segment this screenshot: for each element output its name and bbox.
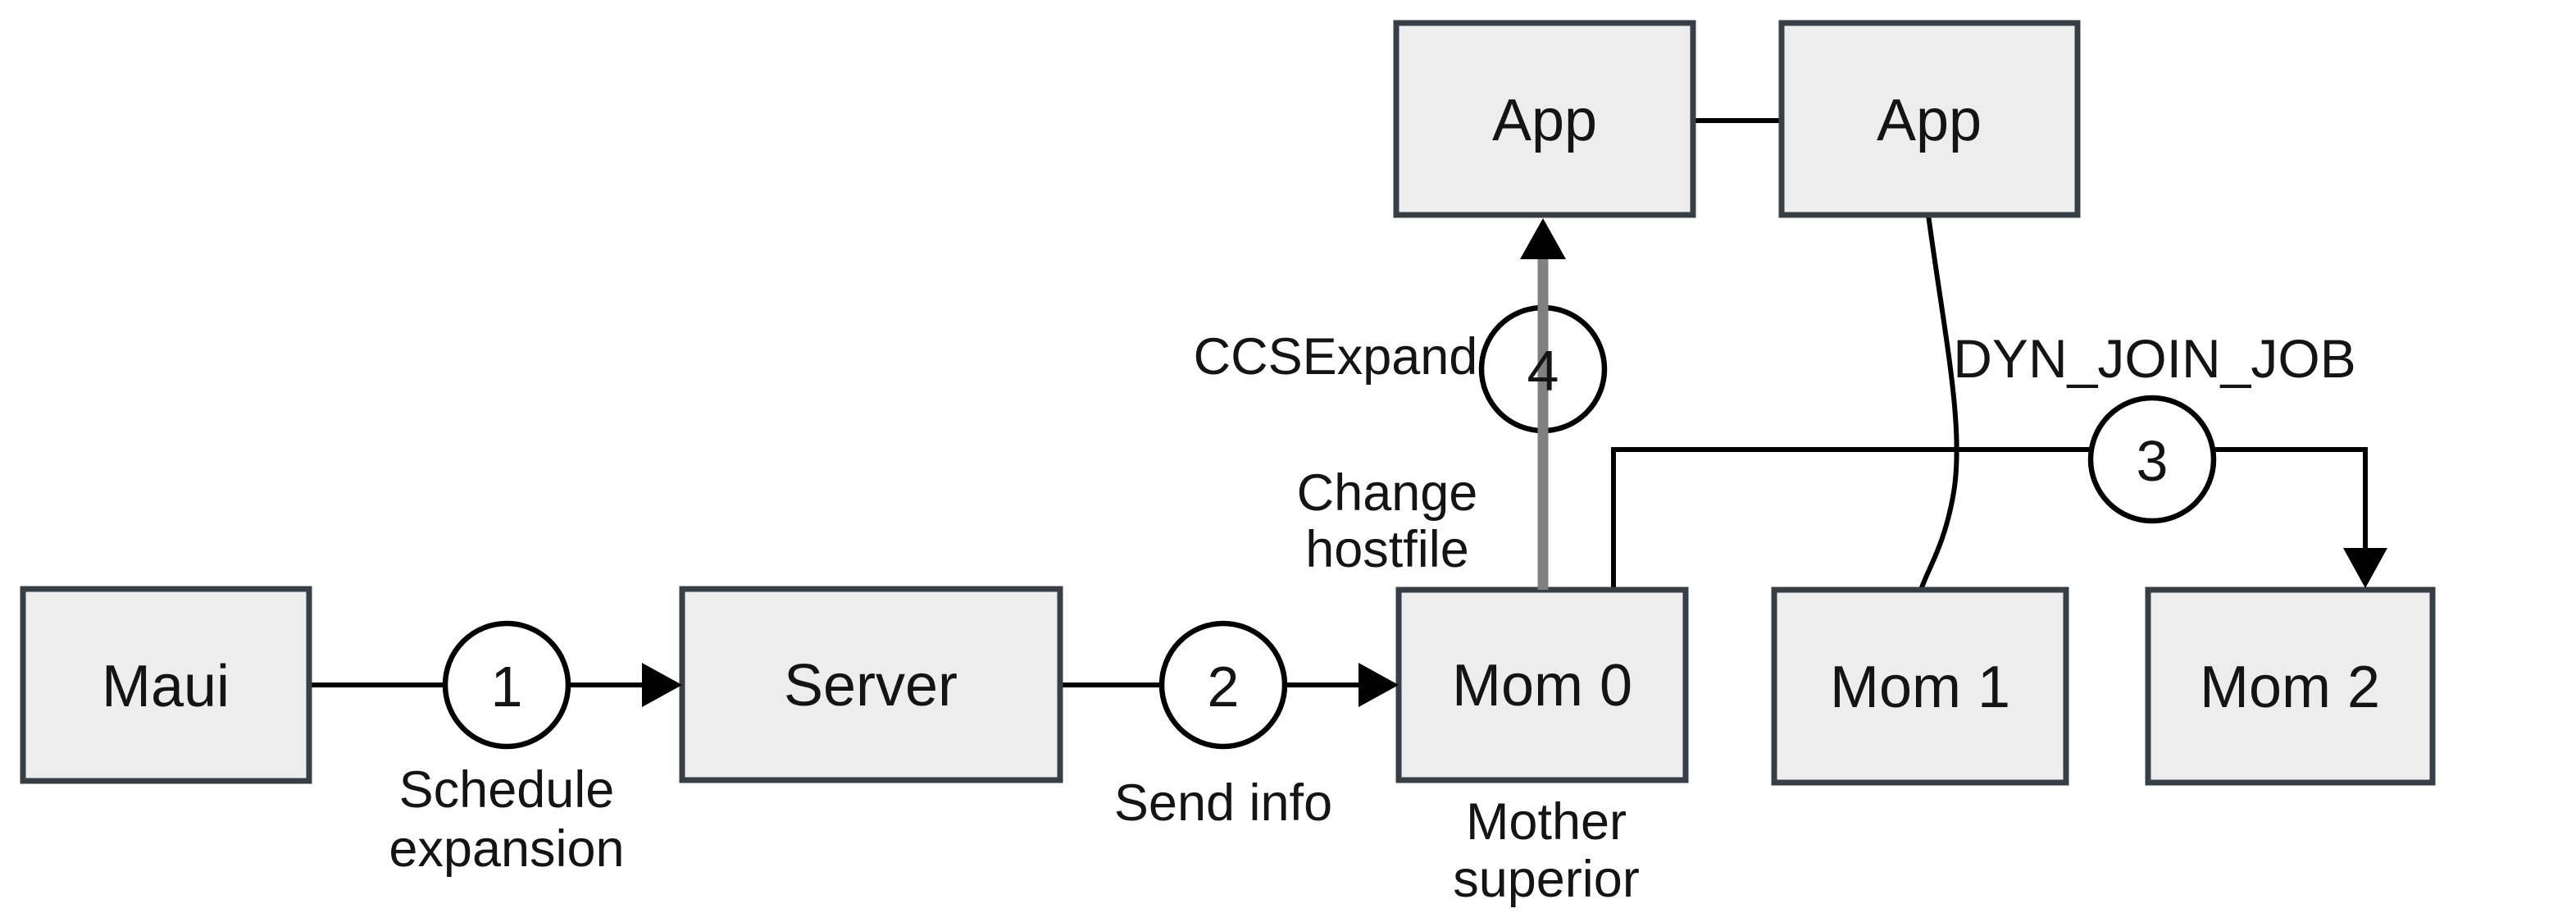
arrowhead-into-mom0 xyxy=(1359,663,1399,707)
node-app1 xyxy=(1393,20,1696,218)
step-circle-1 xyxy=(442,620,571,750)
node-app2 xyxy=(1778,20,2081,218)
step-numbers: 1 2 3 4 xyxy=(491,339,2169,719)
step-number-3: 3 xyxy=(2137,429,2169,493)
arrowhead-into-app1 xyxy=(1520,218,1566,259)
step-number-2: 2 xyxy=(1208,655,1240,719)
node-label-maui: Maui xyxy=(102,654,230,719)
node-labels: Maui Server Mom 0 Mom 1 Mom 2 App App xyxy=(102,88,2380,720)
step-circle-3 xyxy=(2087,395,2217,524)
arrowheads xyxy=(642,218,2387,707)
step-number-1: 1 xyxy=(491,655,523,719)
node-mom1 xyxy=(1771,587,2069,786)
node-label-app2: App xyxy=(1877,88,1982,153)
node-label-app1: App xyxy=(1492,88,1597,153)
node-label-mom1: Mom 1 xyxy=(1830,655,2010,720)
arrowhead-into-mom2 xyxy=(2343,548,2387,588)
label-change-hostfile-line2: hostfile xyxy=(1305,521,1469,578)
annotations: Schedule expansion Send info Mother supe… xyxy=(389,328,2355,908)
label-dyn-join-job: DYN_JOIN_JOB xyxy=(1953,328,2355,389)
node-maui xyxy=(20,586,312,784)
label-mother-superior-line1: Mother xyxy=(1466,793,1627,851)
node-label-server: Server xyxy=(784,653,958,719)
label-send-info: Send info xyxy=(1114,774,1332,832)
node-label-mom0: Mom 0 xyxy=(1452,653,1632,719)
edge-mom0-to-mom2-dyn-join xyxy=(1611,447,2368,590)
node-server xyxy=(679,586,1063,783)
label-change-hostfile-line1: Change xyxy=(1297,464,1478,522)
step-number-4: 4 xyxy=(1527,339,1559,403)
label-schedule-expansion-line1: Schedule xyxy=(399,761,615,819)
label-ccsexpand: CCSExpand xyxy=(1194,328,1478,386)
edges xyxy=(309,118,2368,687)
label-schedule-expansion-line2: expansion xyxy=(389,820,624,878)
label-mother-superior-line2: superior xyxy=(1453,851,1640,908)
nodes xyxy=(20,20,2436,786)
edge-app2-to-mom1 xyxy=(1918,214,1959,591)
node-label-mom2: Mom 2 xyxy=(2200,655,2380,720)
node-mom0 xyxy=(1395,587,1689,783)
arrowhead-into-server xyxy=(642,663,682,707)
node-mom2 xyxy=(2145,587,2436,786)
step-circle-2 xyxy=(1158,620,1288,750)
